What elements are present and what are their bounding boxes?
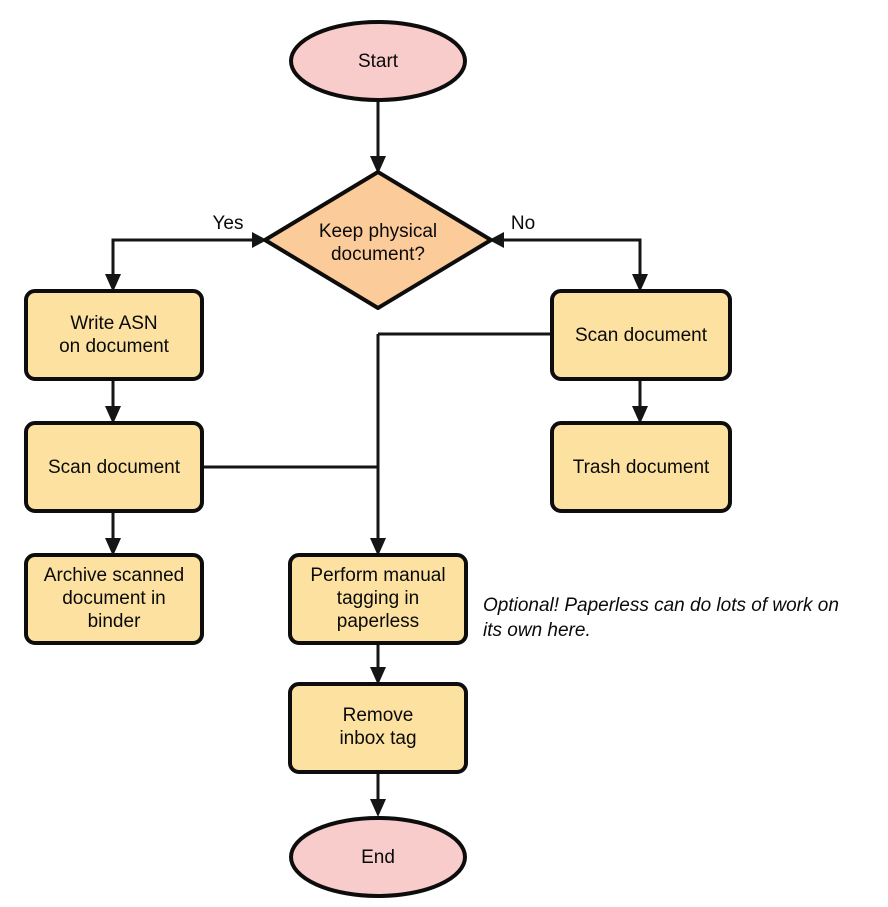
process-box (550, 421, 732, 513)
node-keep-physical-document-label-line1: Keep physical (319, 221, 437, 242)
node-remove-inbox-tag-label-line1: Remove (343, 705, 414, 726)
node-keep-physical-document[interactable]: Keep physical document? (263, 170, 493, 310)
edge-scan-right-to-trash (632, 379, 648, 424)
start-ellipse (289, 20, 467, 102)
arrowhead-icon (370, 538, 386, 556)
node-write-asn-on-document-label-line1: Write ASN (70, 313, 157, 334)
node-perform-manual-tagging-in-paperless-label-line1: Perform manual (310, 565, 445, 586)
node-scan-document-left[interactable]: Scan document (24, 421, 204, 513)
node-keep-physical-document-label-line2: document? (331, 244, 425, 265)
edge-start-to-decision (370, 100, 386, 174)
arrowhead-icon (370, 156, 386, 174)
edge-line (111, 238, 265, 281)
node-trash-document[interactable]: Trash document (550, 421, 732, 513)
edge-write-asn-to-scan (105, 379, 121, 424)
edge-line (491, 238, 642, 281)
node-scan-document-right[interactable]: Scan document (550, 289, 732, 381)
end-ellipse (289, 816, 467, 898)
node-write-asn-on-document-label-line2: on document (59, 336, 170, 357)
node-archive-scanned-document-in-binder-label-line1: Archive scanned (44, 565, 184, 586)
process-box (24, 553, 204, 645)
edge-trunk-to-manual-tagging (370, 334, 386, 556)
node-scan-document-left-label: Scan document (48, 457, 181, 478)
arrowhead-icon (252, 232, 267, 248)
edge-remove-inbox-to-end (370, 772, 386, 817)
annotation-line2: its own here. (483, 620, 591, 641)
node-archive-scanned-document-in-binder-label-line3: binder (88, 611, 141, 632)
node-end-label: End (361, 847, 395, 868)
node-start[interactable]: Start (289, 20, 467, 102)
annotation-line1: Optional! Paperless can do lots of work … (483, 595, 839, 616)
arrowhead-icon (370, 799, 386, 817)
edge-manual-tagging-to-remove-inbox (370, 644, 386, 685)
annotation-optional-note: Optional! Paperless can do lots of work … (483, 595, 839, 641)
edge-decision-yes (105, 232, 267, 292)
process-box (288, 682, 468, 774)
edge-label-yes: Yes (213, 213, 244, 234)
node-trash-document-label: Trash document (573, 457, 710, 478)
node-archive-scanned-document-in-binder[interactable]: Archive scanned document in binder (24, 553, 204, 645)
edge-label-no: No (511, 213, 535, 234)
edges-layer (105, 100, 648, 817)
process-box (24, 421, 204, 513)
arrowhead-icon (105, 538, 121, 556)
node-perform-manual-tagging-in-paperless[interactable]: Perform manual tagging in paperless (288, 553, 468, 645)
node-start-label: Start (358, 51, 399, 72)
arrowhead-icon (632, 406, 648, 424)
node-perform-manual-tagging-in-paperless-label-line2: tagging in (337, 588, 419, 609)
node-write-asn-on-document[interactable]: Write ASN on document (24, 289, 204, 381)
node-remove-inbox-tag[interactable]: Remove inbox tag (288, 682, 468, 774)
arrowhead-icon (632, 274, 648, 292)
arrowhead-icon (489, 232, 504, 248)
node-archive-scanned-document-in-binder-label-line2: document in (62, 588, 166, 609)
node-perform-manual-tagging-in-paperless-label-line3: paperless (337, 611, 419, 632)
decision-diamond (263, 170, 493, 310)
node-remove-inbox-tag-label-line2: inbox tag (339, 728, 416, 749)
arrowhead-icon (105, 406, 121, 424)
arrowhead-icon (105, 274, 121, 292)
arrowhead-icon (370, 667, 386, 685)
process-box (288, 553, 468, 645)
edge-decision-no (489, 232, 648, 292)
node-scan-document-right-label: Scan document (575, 325, 708, 346)
process-box (550, 289, 732, 381)
process-box (24, 289, 204, 381)
edge-scan-left-to-archive (105, 511, 121, 556)
node-end[interactable]: End (289, 816, 467, 898)
